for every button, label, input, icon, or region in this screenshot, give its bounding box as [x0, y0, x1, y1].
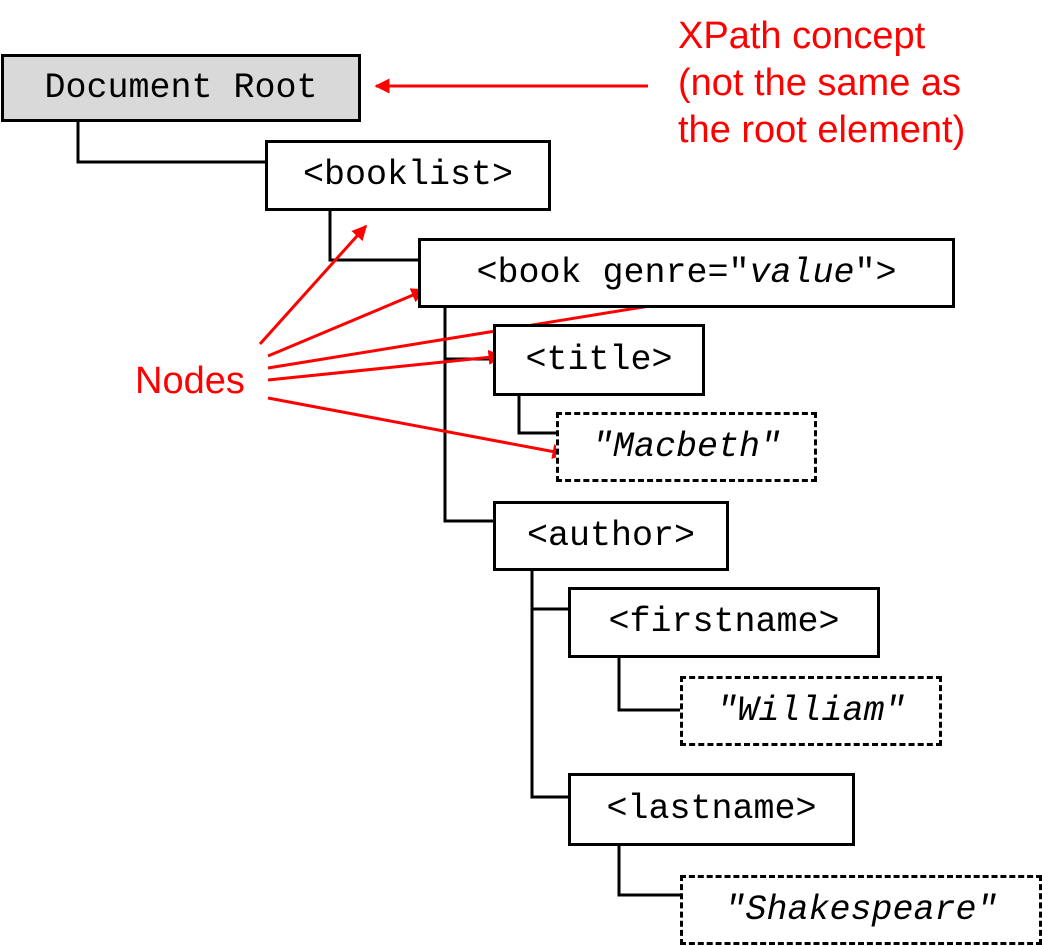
book-node: <book genre="value">: [418, 238, 955, 308]
author-node: <author>: [493, 501, 729, 571]
connector-lastname-text: [617, 843, 683, 897]
macbeth-text-node: "Macbeth": [556, 412, 817, 482]
nodes-label: Nodes: [135, 360, 245, 402]
connector-book-author: [443, 359, 496, 523]
connector-author-lastname: [530, 609, 571, 799]
book-node-open: <book genre=": [476, 252, 750, 293]
document-root-node: Document Root: [1, 54, 361, 122]
arrow-to-title: [267, 349, 504, 382]
connector-root-booklist: [76, 121, 268, 164]
arrow-to-booklist: [258, 224, 368, 346]
book-node-close: ">: [854, 252, 897, 293]
william-text-node: "William": [680, 676, 942, 746]
xpath-note-line-2: (not the same as: [678, 62, 962, 104]
book-attribute-value: value: [749, 252, 855, 293]
connector-firstname-text: [617, 655, 683, 712]
connector-title-text: [517, 393, 559, 435]
lastname-node: <lastname>: [568, 773, 855, 846]
arrow-to-macbeth-text: [267, 396, 568, 459]
xpath-note-line-3: the root element): [678, 109, 966, 151]
title-node: <title>: [493, 324, 705, 396]
connector-booklist-book: [328, 209, 421, 262]
firstname-node: <firstname>: [568, 587, 880, 658]
connector-author-firstname: [530, 568, 571, 611]
booklist-node: <booklist>: [265, 140, 551, 211]
arrow-to-book-element: [267, 288, 427, 358]
xpath-concept-note: XPath concept (not the same as the root …: [678, 13, 965, 154]
xpath-note-line-1: XPath concept: [678, 15, 926, 57]
shakespeare-text-node: "Shakespeare": [680, 875, 1042, 945]
